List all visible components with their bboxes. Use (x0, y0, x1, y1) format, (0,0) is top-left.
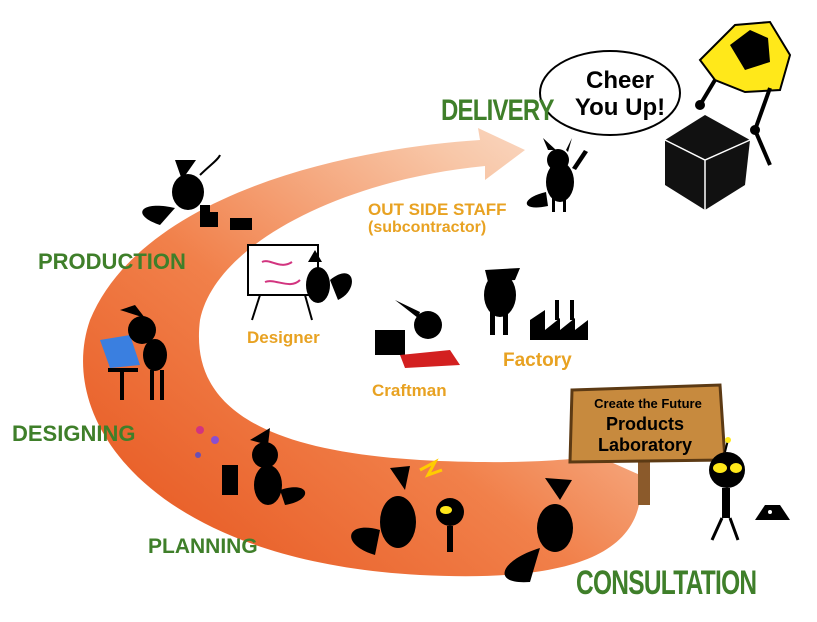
role-factory: Factory (503, 350, 572, 371)
process-spiral-arrow (83, 128, 641, 577)
planning-character-icon (195, 426, 306, 505)
stage-planning: PLANNING (148, 535, 258, 558)
robot-arm-icon (664, 20, 792, 210)
sign-line3: Laboratory (598, 435, 692, 455)
designing-character-icon (100, 305, 167, 400)
delivery-character-icon (526, 138, 588, 212)
small-ship-icon (755, 505, 790, 520)
consultation-character-icon (504, 478, 573, 583)
speech-bubble: Cheer You Up! (539, 50, 681, 136)
consulting-pair-icon (351, 458, 464, 555)
role-craftman: Craftman (372, 381, 447, 400)
speech-bubble-line2: You Up! (575, 94, 665, 121)
stage-consultation: CONSULTATION (576, 564, 757, 602)
outside-staff-title: OUT SIDE STAFF (368, 200, 507, 219)
stage-delivery: DELIVERY (441, 94, 555, 127)
stage-designing: DESIGNING (12, 421, 136, 446)
outside-staff-subtitle: (subcontractor) (368, 219, 487, 236)
factory-icon (484, 268, 588, 340)
sign-line2: Products (606, 414, 684, 434)
production-character-icon (142, 154, 252, 230)
role-designer: Designer (247, 328, 320, 347)
designer-icon (247, 244, 352, 321)
sign-line1: Create the Future (594, 396, 702, 411)
speech-bubble-line1: Cheer (586, 67, 654, 94)
yellow-robot-icon (709, 437, 745, 541)
stage-production: PRODUCTION (38, 249, 186, 274)
craftman-icon (375, 300, 460, 368)
